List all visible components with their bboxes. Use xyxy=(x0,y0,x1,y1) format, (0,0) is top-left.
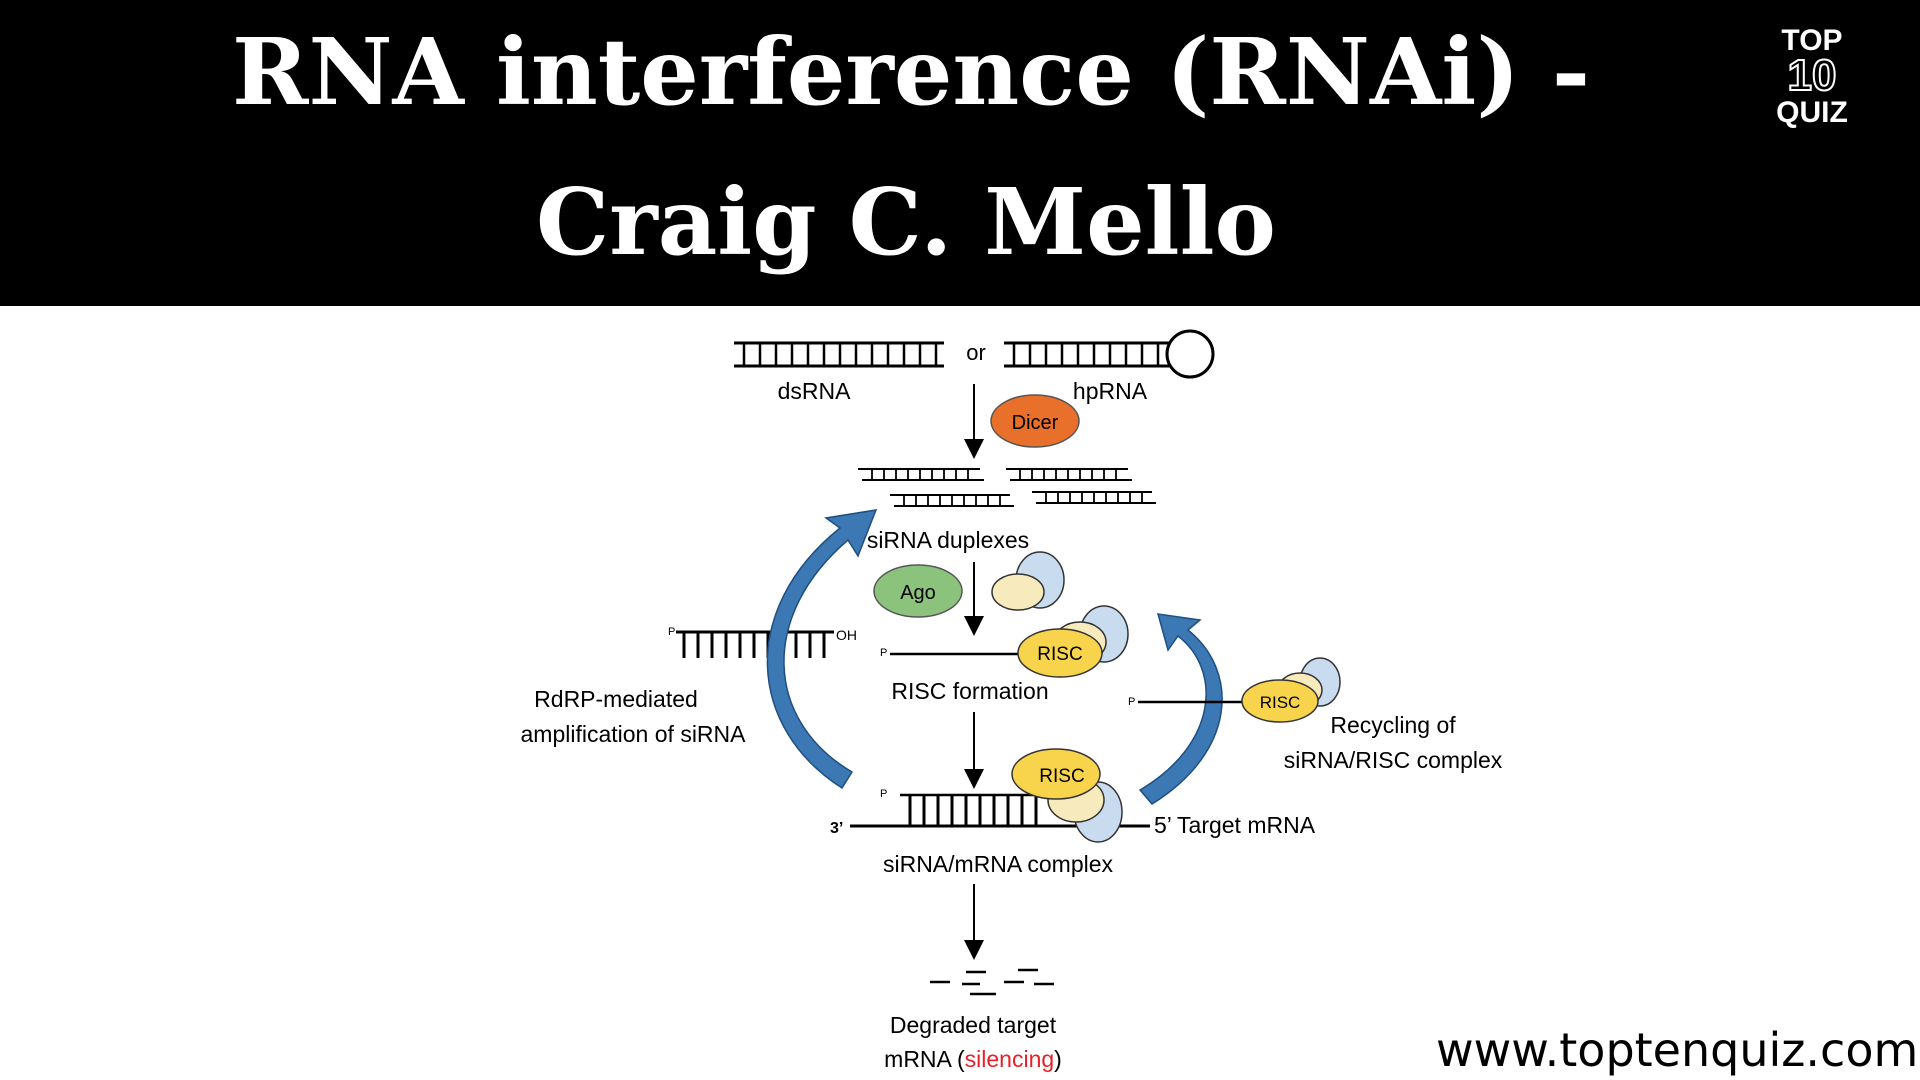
risc-p-label: P xyxy=(880,647,887,659)
recycling-cycle-arrow xyxy=(1138,613,1223,805)
risc-partner-protein-1 xyxy=(991,573,1045,611)
top10quiz-logo: TOP 10 QUIZ xyxy=(1776,24,1848,129)
risc-label-complex: RISC xyxy=(1039,766,1084,787)
dicer-enzyme xyxy=(990,394,1080,448)
logo-number: 10 xyxy=(1788,51,1837,100)
page-title-line1: RNA interference (RNAi) - xyxy=(232,18,1591,126)
logo-quiz: QUIZ xyxy=(1776,96,1848,129)
amplification-cycle-arrow xyxy=(766,509,878,790)
rdrp-label-line2: amplification of siRNA xyxy=(521,721,747,747)
degraded-mrna-fragments xyxy=(930,968,1054,996)
rdrp-label-line1: RdRP-mediated xyxy=(534,686,698,712)
ago-protein xyxy=(873,564,963,618)
recycling-p-label: P xyxy=(1128,696,1135,708)
page-title-line2: Craig C. Mello xyxy=(536,168,1276,276)
rnai-pathway-diagram: or dsRNA hpRNA Dicer siRNA duplexes xyxy=(521,329,1503,1072)
three-prime-label: 3’ xyxy=(830,820,843,837)
complex-p-label: P xyxy=(880,788,887,800)
oh-label: OH xyxy=(836,627,857,643)
sirna-duplexes xyxy=(858,468,1156,507)
risc-formation-label: RISC formation xyxy=(891,678,1048,704)
recycling-label-line2: siRNA/RISC complex xyxy=(1284,747,1503,773)
target-mrna-label: 5’ Target mRNA xyxy=(1154,812,1316,838)
rdrp-amplified-strand xyxy=(676,630,834,658)
hprna-label: hpRNA xyxy=(1073,378,1148,404)
complex-label: siRNA/mRNA complex xyxy=(883,851,1114,877)
title-banner xyxy=(0,0,1920,306)
recycling-label-line1: Recycling of xyxy=(1330,712,1456,738)
logo-top: TOP xyxy=(1781,24,1842,57)
dsrna-label: dsRNA xyxy=(778,378,852,404)
sirna-duplexes-label: siRNA duplexes xyxy=(867,527,1029,553)
complex-risc xyxy=(1011,748,1101,800)
recycling-risc-complex xyxy=(1241,679,1319,723)
dicer-label: Dicer xyxy=(1012,412,1059,434)
rdrp-p-label: P xyxy=(668,626,675,638)
degraded-label-line1: Degraded target xyxy=(890,1012,1057,1038)
risc-label-formation: RISC xyxy=(1037,644,1082,665)
website-url: www.toptenquiz.com xyxy=(1436,1023,1919,1077)
ago-label: Ago xyxy=(900,582,936,604)
hprna-molecule xyxy=(1004,329,1215,379)
silencing-label: silencing xyxy=(965,1046,1055,1072)
dsrna-molecule xyxy=(734,341,944,368)
risc-label-recycling: RISC xyxy=(1260,693,1301,712)
risc-complex xyxy=(1017,628,1103,678)
or-label: or xyxy=(966,340,986,365)
degraded-label-line2: mRNA (silencing) xyxy=(884,1046,1062,1072)
